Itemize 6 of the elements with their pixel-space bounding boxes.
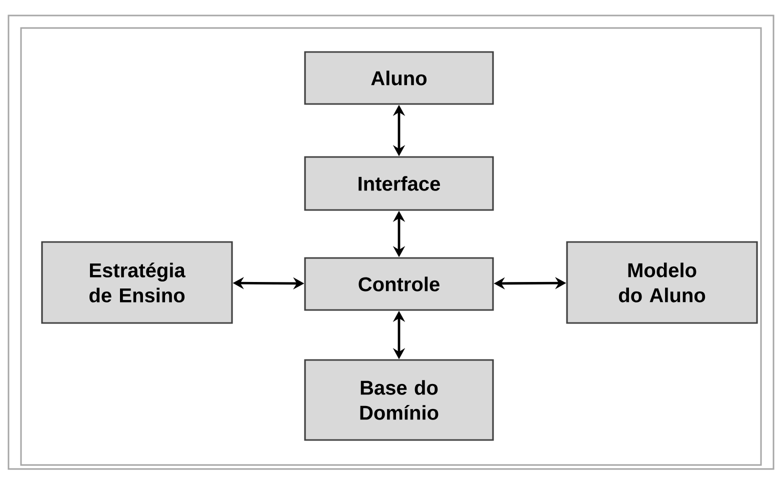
process-box: Base do Domínio	[304, 359, 494, 441]
process-box: Controle	[304, 257, 494, 311]
process-box: Interface	[304, 156, 494, 211]
process-box: Aluno	[304, 51, 494, 105]
process-box: Modelo do Aluno	[566, 241, 758, 324]
process-box: Estratégia de Ensino	[41, 241, 233, 324]
